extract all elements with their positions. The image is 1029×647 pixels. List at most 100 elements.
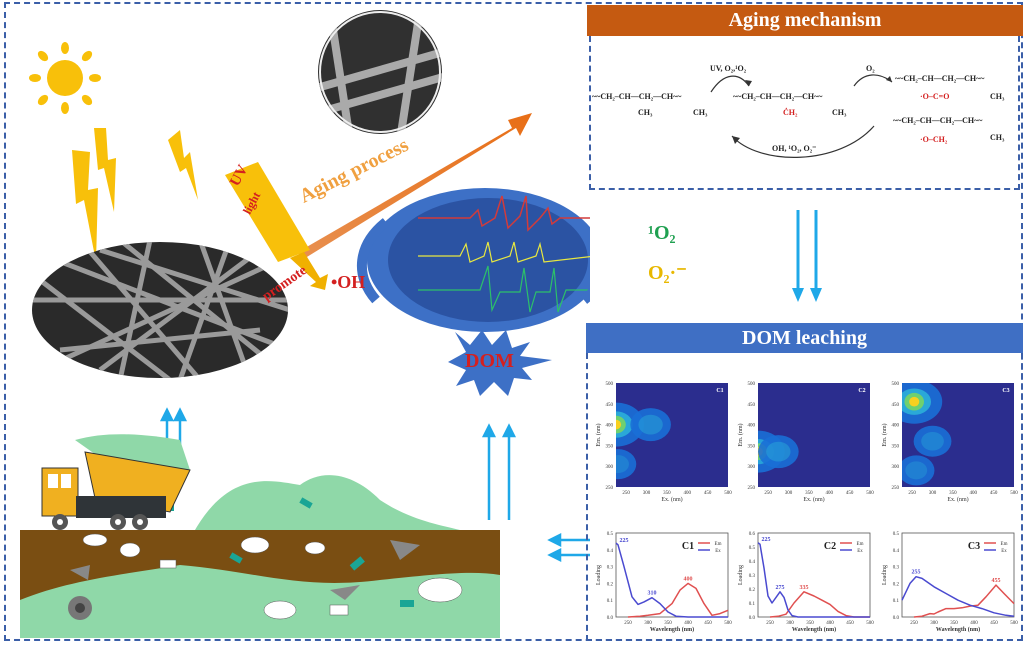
product2-chain: ~~CH₂–CH—CH₂—CH~~ [893,116,983,125]
x-tick-label: 300 [643,491,651,496]
y-tick-label: 0.2 [749,588,756,593]
y-axis-label: Loading [596,565,602,585]
sun-icon [29,42,101,114]
x-tick-label: 350 [663,491,671,496]
y-axis-label: Em. (nm) [595,424,602,447]
eem-plot-area [758,383,870,487]
singlet-oxygen-label: ¹O₂ [648,222,676,244]
upward-arrows-right [481,423,517,520]
y-tick-label: 300 [748,465,756,470]
product1-group: ·O–C=O [920,92,950,101]
chart-title: C3 [968,541,980,552]
y-tick-label: 350 [892,444,900,449]
y-tick-label: 350 [606,444,614,449]
x-axis-label: Ex. (nm) [661,496,682,503]
y-axis-label: Em. (nm) [737,424,744,447]
eem-peak-mid [638,414,663,435]
y-tick-label: 500 [606,382,614,387]
y-tick-label: 0.3 [749,574,756,579]
legend-ex-label: Ex [1001,549,1007,554]
x-tick-label: 500 [866,491,874,496]
eem-peak-outer [616,449,637,480]
legend-em-label: Em [1001,542,1008,547]
plot-frame [757,532,871,618]
sem-image-aged-fibers [318,10,442,134]
eem-peak-outer [913,425,952,457]
series-line-em [913,584,1015,618]
x-tick-label: 500 [724,621,732,626]
scene-illustration [20,10,590,638]
x-tick-label: 400 [826,621,834,626]
y-tick-label: 0.4 [749,560,756,565]
x-tick-label: 250 [766,621,774,626]
reactant-chain: ~~CH₂–CH—CH₂—CH~~ [592,92,682,101]
peak-label: 275 [776,585,785,591]
x-tick-label: 250 [910,621,918,626]
y-tick-label: 0.0 [893,616,900,621]
x-tick-label: 300 [929,491,937,496]
y-tick-label: 500 [748,382,756,387]
y-tick-label: 0.5 [607,532,614,537]
y-axis-label: Em. (nm) [881,424,888,447]
eem-peak-mid [766,441,791,462]
eem-peak-core [616,419,622,430]
peak-label: 335 [800,585,809,591]
peak-label: 225 [620,538,629,544]
x-tick-label: 450 [990,491,998,496]
epr-spectra-ellipse [356,188,590,332]
series-line-ex [615,542,728,618]
superoxide-label: O₂·⁻ [648,262,687,284]
chart-title: C1 [682,541,694,552]
x-tick-label: 450 [846,621,854,626]
y-tick-label: 450 [748,403,756,408]
y-tick-label: 300 [892,465,900,470]
series-line-ex [757,542,870,618]
y-tick-label: 400 [606,424,614,429]
y-tick-label: 0.0 [749,616,756,621]
product1-sub2: CH₃ [990,92,1005,101]
y-tick-label: 0.1 [749,602,756,607]
eem-peak-mid [921,431,944,451]
x-axis-label: Wavelength (nm) [936,626,980,633]
x-tick-label: 500 [724,491,732,496]
y-tick-label: 0.1 [893,599,900,604]
reactant-sub2: CH₃ [693,108,708,117]
x-tick-label: 400 [970,491,978,496]
x-tick-label: 300 [786,621,794,626]
series-line-em [627,582,729,618]
y-tick-label: 0.5 [749,546,756,551]
x-tick-label: 300 [644,621,652,626]
x-tick-label: 450 [990,621,998,626]
y-tick-label: 0.1 [607,599,614,604]
step1-conditions: UV, O₂,¹O₂ [710,64,747,73]
intermediate-radical: ĊH₂ [783,108,798,117]
x-tick-label: 450 [704,491,712,496]
y-tick-label: 250 [606,486,614,491]
eem-peaks [616,402,671,480]
series-line-ex [901,575,1015,617]
y-tick-label: 0.3 [607,566,614,571]
eem-title: C1 [716,388,723,394]
x-tick-label: 500 [1010,491,1018,496]
legend-em-label: Em [857,542,864,547]
y-tick-label: 400 [892,424,900,429]
dom-leaching-header: DOM leaching [586,323,1023,353]
eem-peak-mid [616,455,629,474]
x-tick-label: 400 [826,491,834,496]
reaction-arrows [710,74,893,158]
dom-burst-shape [448,330,552,396]
uv-light-beam [225,162,328,290]
dump-truck-icon [41,434,191,530]
y-tick-label: 400 [748,424,756,429]
peak-label: 310 [648,591,657,597]
y-tick-label: 0.4 [893,549,900,554]
y-tick-label: 250 [892,486,900,491]
x-axis-label: Wavelength (nm) [650,626,694,633]
eem-peak-mid [905,461,928,480]
aging-mechanism-panel [589,36,1020,190]
x-tick-label: 350 [949,491,957,496]
